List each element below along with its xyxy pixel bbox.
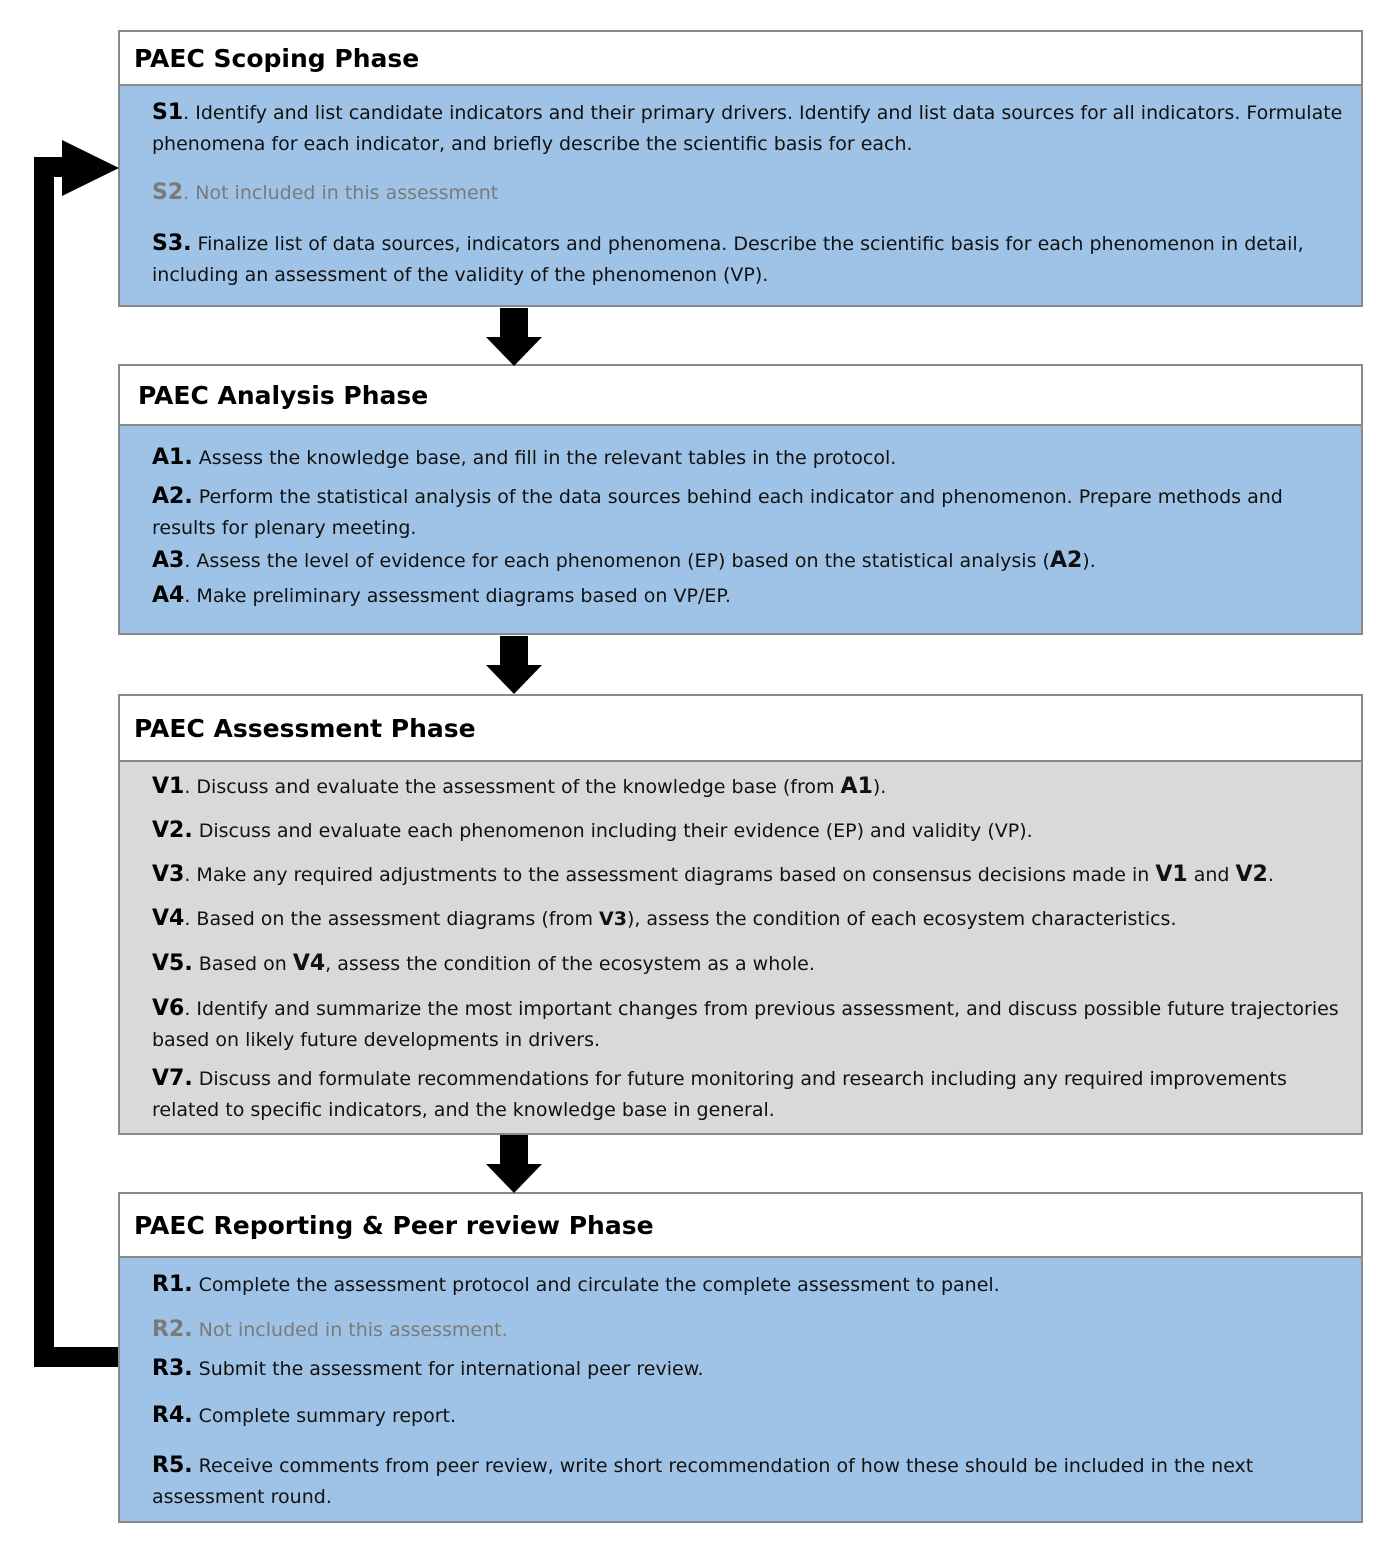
down-arrow-1 <box>486 308 542 366</box>
reporting-phase-body: R1. Complete the assessment protocol and… <box>120 1258 1361 1521</box>
step-a4: A4. Make preliminary assessment diagrams… <box>152 583 731 608</box>
step-v6: V6. Identify and summarize the most impo… <box>152 996 1339 1051</box>
step-v5: V5. Based on V4, assess the condition of… <box>152 951 815 976</box>
step-a2: A2. Perform the statistical analysis of … <box>152 484 1283 539</box>
step-v3: V3. Make any required adjustments to the… <box>152 862 1274 887</box>
step-v7: V7. Discuss and formulate recommendation… <box>152 1066 1287 1121</box>
step-r5: R5. Receive comments from peer review, w… <box>152 1453 1254 1508</box>
scoping-phase-box: PAEC Scoping Phase S1. Identify and list… <box>118 30 1363 307</box>
step-s3: S3. Finalize list of data sources, indic… <box>152 231 1304 286</box>
step-r2: R2. Not included in this assessment. <box>152 1317 508 1342</box>
scoping-phase-body: S1. Identify and list candidate indicato… <box>120 86 1361 305</box>
step-v2: V2. Discuss and evaluate each phenomenon… <box>152 818 1033 843</box>
analysis-phase-box: PAEC Analysis Phase A1. Assess the knowl… <box>118 364 1363 635</box>
feedback-loop-arrow <box>34 140 119 1367</box>
down-arrow-2 <box>486 636 542 694</box>
step-r1: R1. Complete the assessment protocol and… <box>152 1272 1000 1297</box>
assessment-phase-body: V1. Discuss and evaluate the assessment … <box>120 762 1361 1133</box>
assessment-phase-title: PAEC Assessment Phase <box>120 696 1361 762</box>
reporting-phase-title: PAEC Reporting & Peer review Phase <box>120 1194 1361 1258</box>
assessment-phase-box: PAEC Assessment Phase V1. Discuss and ev… <box>118 694 1363 1135</box>
step-s1: S1. Identify and list candidate indicato… <box>152 100 1343 155</box>
step-r3: R3. Submit the assessment for internatio… <box>152 1356 704 1381</box>
down-arrow-3 <box>486 1135 542 1193</box>
analysis-phase-body: A1. Assess the knowledge base, and fill … <box>120 426 1361 633</box>
step-r4: R4. Complete summary report. <box>152 1403 457 1428</box>
reporting-phase-box: PAEC Reporting & Peer review Phase R1. C… <box>118 1192 1363 1523</box>
scoping-phase-title: PAEC Scoping Phase <box>120 32 1361 86</box>
analysis-phase-title: PAEC Analysis Phase <box>120 366 1361 426</box>
step-a1: A1. Assess the knowledge base, and fill … <box>152 445 897 470</box>
step-v4: V4. Based on the assessment diagrams (fr… <box>152 906 1177 931</box>
step-a3: A3. Assess the level of evidence for eac… <box>152 548 1096 573</box>
step-v1: V1. Discuss and evaluate the assessment … <box>152 774 887 799</box>
step-s2: S2. Not included in this assessment <box>152 180 499 205</box>
